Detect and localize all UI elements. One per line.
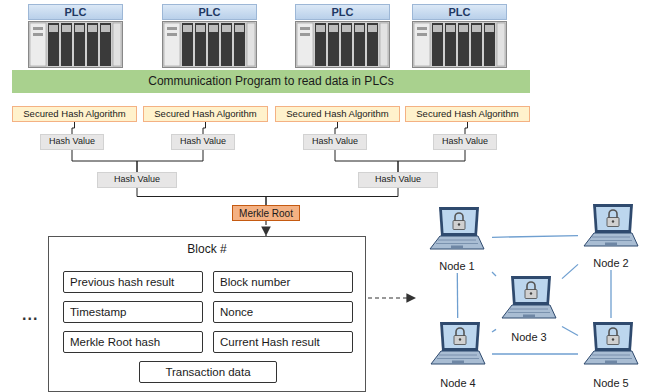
- node-text: Transaction data: [165, 366, 250, 379]
- hash-connector: [72, 122, 75, 134]
- node-text: Secured Hash Algorithm: [23, 109, 125, 119]
- block-field: Nonce: [213, 301, 353, 323]
- plc-header: PLC: [162, 4, 257, 20]
- network-link: [492, 329, 496, 332]
- node-text: Secured Hash Algorithm: [154, 109, 256, 119]
- hash-value-box: Hash Value: [358, 172, 438, 188]
- node-text: Communication Program to read data in PL…: [148, 75, 393, 88]
- node-text: Nonce: [220, 306, 253, 319]
- merkle-root-box: Merkle Root: [232, 205, 300, 221]
- block-field: Block number: [213, 271, 353, 293]
- node-text: Merkle Root hash: [70, 336, 160, 349]
- node-text: Hash Value: [180, 137, 226, 147]
- node-text: Hash Value: [375, 175, 421, 185]
- hash-value-box: Hash Value: [433, 134, 497, 150]
- node-text: PLC: [449, 6, 471, 18]
- hash-value-box: Hash Value: [40, 134, 104, 150]
- node-text: Current Hash result: [220, 336, 320, 349]
- block-field: Current Hash result: [213, 331, 353, 353]
- node-text: Node 5: [593, 377, 628, 389]
- block-field: Transaction data: [139, 361, 277, 383]
- network-node: Node 2: [578, 200, 644, 270]
- hash-algorithm-box: Secured Hash Algorithm: [12, 106, 137, 122]
- network-link: [457, 273, 459, 318]
- node-text: Previous hash result: [70, 276, 174, 289]
- network-node: Node 4: [424, 318, 492, 390]
- node-text: Node 2: [593, 257, 628, 269]
- network-link: [492, 236, 578, 238]
- hash-value-box: Hash Value: [303, 134, 367, 150]
- node-text: Merkle Root: [239, 208, 293, 219]
- node-text: Block #: [49, 237, 365, 256]
- hash-connector: [266, 188, 398, 205]
- hash-value-box: Hash Value: [97, 172, 177, 188]
- hash-connector: [137, 150, 203, 172]
- node-text: Hash Value: [312, 137, 358, 147]
- node-text: Timestamp: [70, 306, 126, 319]
- hash-connector: [137, 188, 266, 205]
- hash-connector: [72, 150, 137, 172]
- network-link: [492, 353, 578, 354]
- block-field: Timestamp: [63, 301, 203, 323]
- network-node: Node 3: [496, 272, 562, 344]
- node-text: Node 1: [439, 260, 474, 272]
- network-link: [562, 327, 578, 336]
- network-node: Node 1: [422, 203, 492, 273]
- network-node: Node 5: [578, 318, 644, 390]
- hash-connector: [265, 221, 266, 236]
- network-link: [492, 272, 496, 276]
- hash-value-box: Hash Value: [171, 134, 235, 150]
- hash-connector: [335, 122, 338, 134]
- network-link: [562, 264, 578, 278]
- node-text: PLC: [332, 6, 354, 18]
- node-text: Hash Value: [49, 137, 95, 147]
- node-text: Block number: [220, 276, 290, 289]
- hash-connector: [203, 122, 206, 134]
- program-band: Communication Program to read data in PL…: [12, 70, 530, 93]
- hash-connector: [398, 150, 465, 172]
- hash-connector: [465, 122, 468, 134]
- node-text: Node 3: [511, 331, 546, 343]
- hash-algorithm-box: Secured Hash Algorithm: [143, 106, 268, 122]
- network-link: [610, 270, 611, 318]
- hash-algorithm-box: Secured Hash Algorithm: [405, 106, 530, 122]
- hash-algorithm-box: Secured Hash Algorithm: [275, 106, 400, 122]
- node-text: Node 4: [440, 377, 475, 389]
- node-text: Hash Value: [442, 137, 488, 147]
- plc-header: PLC: [295, 4, 390, 20]
- node-text: Hash Value: [114, 175, 160, 185]
- node-text: Secured Hash Algorithm: [416, 109, 518, 119]
- plc-header: PLC: [412, 4, 507, 20]
- block-field: Merkle Root hash: [63, 331, 203, 353]
- continuation-mark: ...: [22, 306, 38, 324]
- plc-header: PLC: [28, 4, 123, 20]
- node-text: PLC: [65, 6, 87, 18]
- block-field: Previous hash result: [63, 271, 203, 293]
- node-text: Secured Hash Algorithm: [286, 109, 388, 119]
- node-text: PLC: [199, 6, 221, 18]
- hash-connector: [335, 150, 398, 172]
- block-box: Block # Previous hash result Block numberT…: [48, 236, 366, 392]
